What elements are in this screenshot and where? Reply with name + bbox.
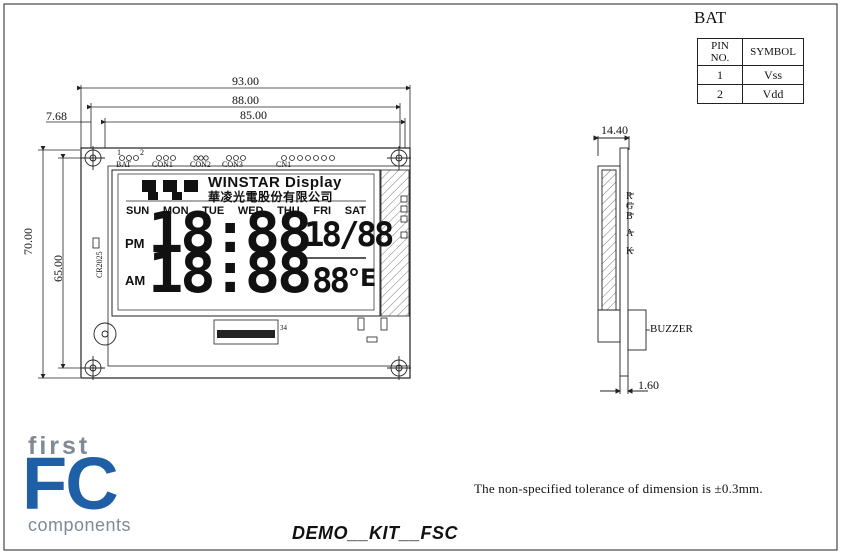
fpc-pin-number: 34 (280, 324, 287, 332)
dim-hole-pitch: 88.00 (232, 93, 259, 107)
symbol-cell: Vdd (742, 84, 804, 104)
lcd-weekday-row: SUN MON TUE WED THU FRI SAT (126, 205, 366, 217)
pm-indicator: PM (125, 236, 145, 251)
pcb-front-view (80, 146, 411, 380)
con3-label: CON3 (222, 160, 243, 169)
battery-label: CR2025 (95, 251, 104, 278)
column-header: SYMBOL (742, 38, 804, 66)
bat-pin1-label: 1 (117, 148, 121, 157)
dim-pcb-width: 85.00 (240, 108, 267, 122)
buzzer-label: BUZZER (650, 323, 693, 335)
pin-label-k: K (626, 246, 634, 257)
weekday-label: TUE (202, 205, 225, 217)
weekday-label: WED (237, 205, 264, 217)
symbol-cell: Vss (742, 65, 804, 85)
lcd-brand: WINSTAR Display (208, 174, 342, 191)
pin-label-a: A (626, 228, 634, 239)
table-header-row: PIN NO. SYMBOL (697, 38, 804, 66)
lcd-time-lower: 18:88 (148, 241, 312, 306)
weekday-label: FRI (313, 205, 332, 217)
left-dimensions (38, 146, 88, 379)
dim-hole-pitch-vertical: 65.00 (51, 255, 65, 282)
bat-connector-label: BAT (116, 160, 132, 169)
table-row: 2 Vdd (697, 84, 804, 104)
am-indicator: AM (125, 273, 146, 288)
lcd-date: 18/88 (304, 215, 394, 255)
dim-left-offset: 7.68 (46, 109, 67, 123)
lcd-brand-cn: 華凌光電股份有限公司 (208, 190, 334, 204)
con2-label: CON2 (190, 160, 211, 169)
footer-title: DEMO__KIT__FSC (292, 523, 459, 543)
logo-components-text: components (28, 515, 132, 535)
pin-cell: 2 (697, 84, 743, 104)
dim-side-thickness: 14.40 (601, 123, 628, 137)
pin-label-g: G (626, 201, 634, 212)
column-header: PIN NO. (697, 38, 743, 66)
logo-first-text: first (28, 432, 91, 460)
weekday-label: SUN (126, 205, 150, 217)
top-dimensions (46, 85, 411, 150)
con1-label: CON1 (152, 160, 173, 169)
lcd-time-upper: 18:88 (148, 201, 312, 266)
pin-label-r: R (626, 191, 633, 202)
weekday-label: SAT (344, 205, 366, 217)
logo-fc-text: FC (22, 442, 119, 525)
cn1-label: CN1 (276, 160, 292, 169)
bat-pin2-label: 2 (140, 148, 144, 157)
pin-cell: 1 (697, 65, 743, 85)
lcd-temperature-unit: °E (348, 264, 377, 292)
bat-table-title: BAT (694, 8, 727, 27)
lcd-temperature: 88 (312, 261, 350, 301)
bat-pin-table: PIN NO. SYMBOL 1 Vss 2 Vdd (697, 38, 804, 104)
tolerance-note: The non-specified tolerance of dimension… (474, 481, 763, 496)
weekday-label: THU (277, 205, 300, 217)
page-frame (3, 3, 838, 551)
dim-pin-thickness: 1.60 (638, 378, 659, 392)
dim-overall-width: 93.00 (232, 74, 259, 88)
dim-overall-height: 70.00 (21, 228, 35, 255)
weekday-label: MON (162, 205, 189, 217)
table-row: 1 Vss (697, 65, 804, 85)
side-view (593, 135, 650, 394)
pin-label-b: B (626, 211, 633, 222)
